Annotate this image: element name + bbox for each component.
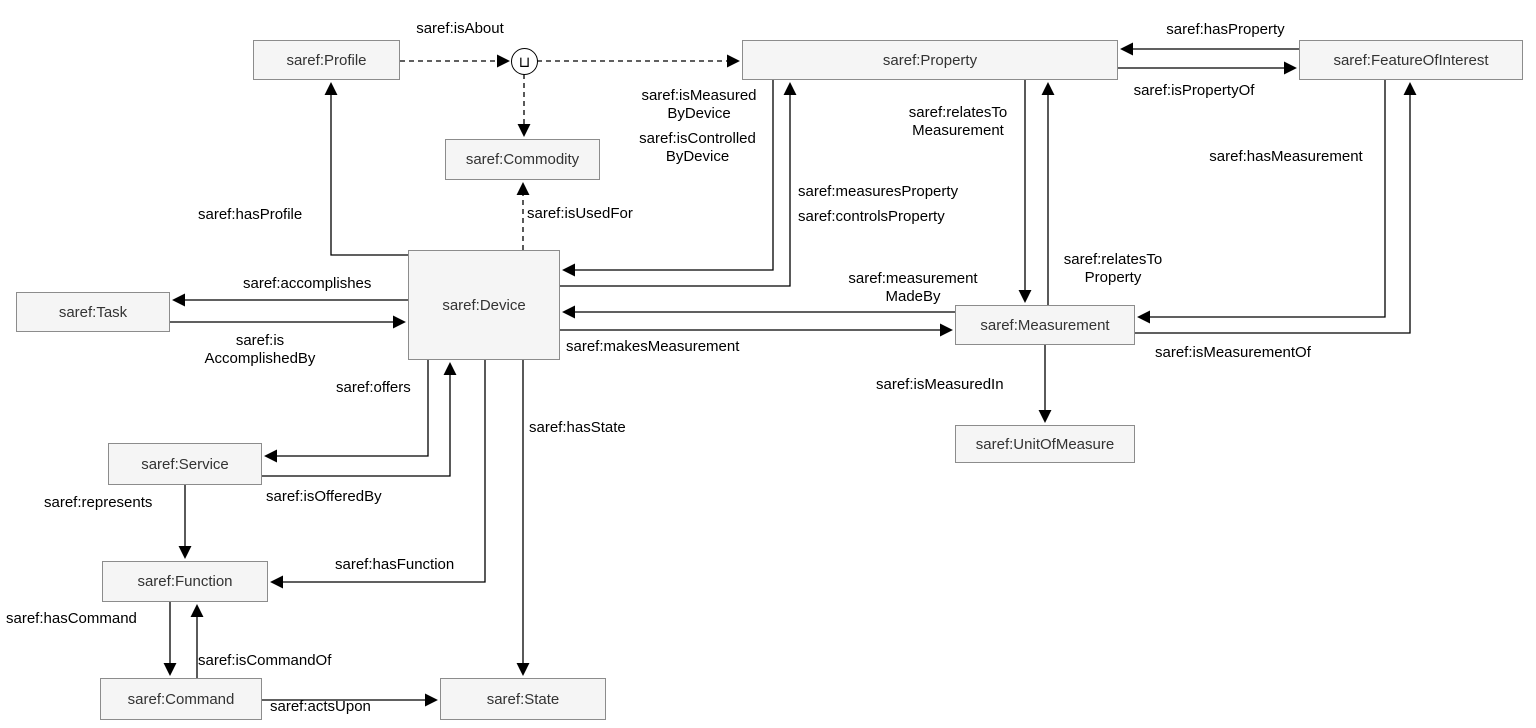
node-saref-device: saref:Device [408, 250, 560, 360]
edge-label-is-measured-in: saref:isMeasuredIn [876, 376, 1004, 393]
edge-label-is-controlled-by-device: saref:isControlled ByDevice [639, 130, 756, 166]
node-saref-unit-of-measure: saref:UnitOfMeasure [955, 425, 1135, 463]
node-saref-command: saref:Command [100, 678, 262, 720]
edge-label-is-accomplished-by: saref:is AccomplishedBy [204, 332, 316, 368]
edge-is-measured-controlled-by-device [562, 80, 774, 277]
edge-label-accomplishes: saref:accomplishes [243, 275, 372, 292]
edge-label-measures-property: saref:measuresProperty [798, 183, 959, 200]
edge-label-relates-to-measurement: saref:relatesTo Measurement [908, 104, 1008, 140]
node-saref-commodity: saref:Commodity [445, 139, 600, 180]
edge-label-is-offered-by: saref:isOfferedBy [266, 488, 382, 505]
edge-has-measurement [1137, 80, 1386, 324]
node-saref-property: saref:Property [742, 40, 1118, 80]
union-junction: ⊔ [511, 48, 538, 75]
edge-offers [264, 360, 429, 463]
edge-label-is-measured-by-device: saref:isMeasured ByDevice [641, 87, 757, 123]
edge-label-controls-property: saref:controlsProperty [798, 208, 945, 225]
edge-label-measurement-made-by: saref:measurement MadeBy [848, 270, 978, 306]
node-saref-task: saref:Task [16, 292, 170, 332]
edge-label-makes-measurement: saref:makesMeasurement [566, 338, 740, 355]
edge-label-has-state: saref:hasState [529, 419, 626, 436]
node-saref-measurement: saref:Measurement [955, 305, 1135, 345]
edge-label-is-used-for: saref:isUsedFor [527, 205, 633, 222]
edge-has-function [270, 360, 486, 589]
edge-label-has-command: saref:hasCommand [6, 610, 137, 627]
edge-has-profile [324, 82, 408, 256]
edge-label-is-measurement-of: saref:isMeasurementOf [1155, 344, 1311, 361]
node-saref-function: saref:Function [102, 561, 268, 602]
edge-is-offered-by [262, 362, 457, 477]
node-saref-state: saref:State [440, 678, 606, 720]
edge-label-is-command-of: saref:isCommandOf [198, 652, 332, 669]
node-saref-service: saref:Service [108, 443, 262, 485]
edge-measures-controls-property [560, 82, 797, 287]
edge-label-acts-upon: saref:actsUpon [270, 698, 371, 715]
node-saref-feature-of-interest: saref:FeatureOfInterest [1299, 40, 1523, 80]
edge-label-has-function: saref:hasFunction [335, 556, 455, 573]
edge-label-relates-to-property: saref:relatesTo Property [1063, 251, 1163, 287]
edge-label-offers: saref:offers [336, 379, 411, 396]
edge-label-has-measurement: saref:hasMeasurement [1209, 148, 1363, 165]
union-symbol-icon: ⊔ [518, 53, 531, 71]
edge-label-is-property-of: saref:isPropertyOf [1133, 82, 1255, 99]
node-saref-profile: saref:Profile [253, 40, 400, 80]
edge-label-has-property: saref:hasProperty [1166, 21, 1285, 38]
edge-label-is-about: saref:isAbout [416, 20, 504, 37]
edge-label-has-profile: saref:hasProfile [198, 206, 303, 223]
edge-is-measurement-of [1135, 82, 1417, 334]
edge-label-represents: saref:represents [44, 494, 153, 511]
